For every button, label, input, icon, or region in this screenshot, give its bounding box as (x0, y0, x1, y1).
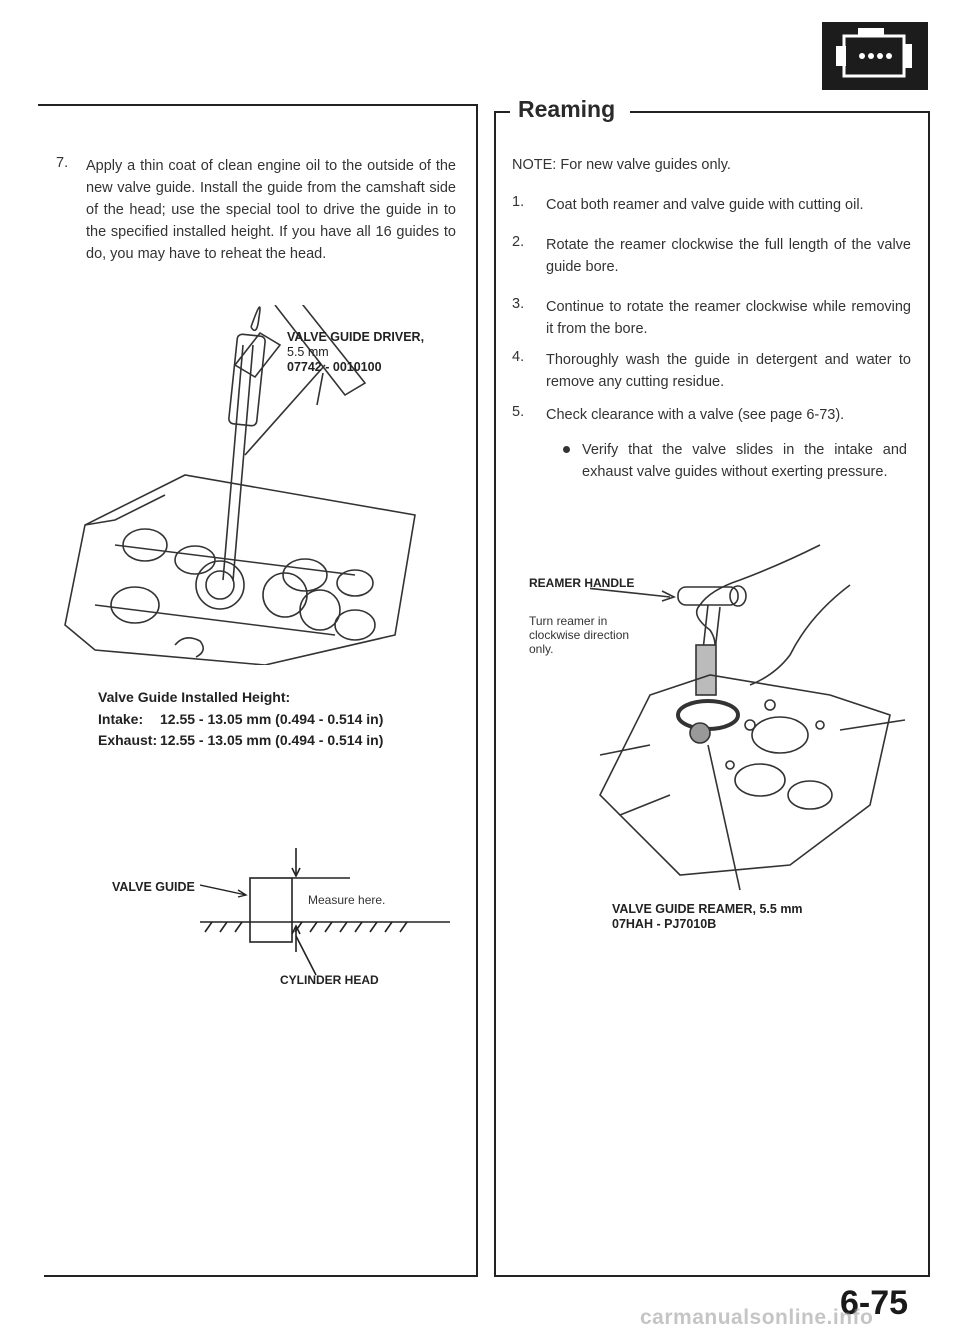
step-5-text: Check clearance with a valve (see page 6… (546, 407, 845, 423)
bullet-dot (563, 446, 570, 453)
left-column-border (476, 104, 478, 1276)
valve-guide-label: VALVE GUIDE (112, 880, 195, 894)
note-text: NOTE: For new valve guides only. (512, 157, 731, 173)
driver-label-line2: 5.5 mm (287, 345, 329, 359)
reamer-label-line2: 07HAH - PJ7010B (612, 917, 717, 931)
step-3-text: Continue to rotate the reamer clockwise … (546, 299, 911, 337)
right-right-border (928, 111, 930, 1276)
measure-here-label: Measure here. (308, 893, 386, 907)
valve-guide-reamer-illustration (590, 544, 906, 891)
step-5-number: 5. (512, 404, 525, 420)
step-4-text: Thoroughly wash the guide in detergent a… (546, 352, 911, 390)
right-top-rule-left (494, 111, 510, 113)
spec-intake-value: 12.55 - 13.05 mm (0.494 - 0.514 in) (160, 711, 384, 727)
spec-title: Valve Guide Installed Height: (98, 689, 291, 705)
step-2-text: Rotate the reamer clockwise the full len… (546, 237, 911, 275)
spec-exhaust-label: Exhaust: (98, 732, 158, 748)
spec-exhaust-value: 12.55 - 13.05 mm (0.494 - 0.514 in) (160, 732, 384, 748)
watermark: carmanualsonline.info (640, 1306, 874, 1329)
right-left-border (494, 111, 496, 1276)
step-2-number: 2. (512, 234, 525, 250)
bullet-text: Verify that the valve slides in the inta… (582, 442, 907, 480)
step-4-number: 4. (512, 349, 525, 365)
driver-label-line1: VALVE GUIDE DRIVER, (287, 330, 425, 344)
turn-reamer-note: Turn reamer in clockwise direction only. (529, 614, 630, 656)
step-7-number: 7. (56, 155, 69, 171)
valve-guide-driver-illustration (64, 305, 416, 665)
left-bottom-rule (44, 1275, 478, 1277)
reamer-label-line1: VALVE GUIDE REAMER, 5.5 mm (612, 902, 803, 916)
spec-intake-label: Intake: (98, 711, 144, 727)
reaming-title: Reaming (518, 96, 616, 122)
driver-label-line3: 07742 - 0010100 (287, 360, 382, 374)
step-7-text: Apply a thin coat of clean engine oil to… (86, 158, 456, 262)
page-number: 6-75 (840, 1284, 909, 1322)
step-3-number: 3. (512, 296, 525, 312)
step-1-text: Coat both reamer and valve guide with cu… (546, 197, 864, 213)
installed-height-diagram (200, 848, 450, 976)
cylinder-head-label: CYLINDER HEAD (280, 973, 379, 987)
left-top-rule (38, 104, 476, 106)
right-bottom-rule (494, 1275, 930, 1277)
engine-icon (822, 22, 928, 90)
step-1-number: 1. (512, 194, 525, 210)
right-top-rule-right (630, 111, 930, 113)
reamer-handle-label: REAMER HANDLE (529, 576, 635, 590)
